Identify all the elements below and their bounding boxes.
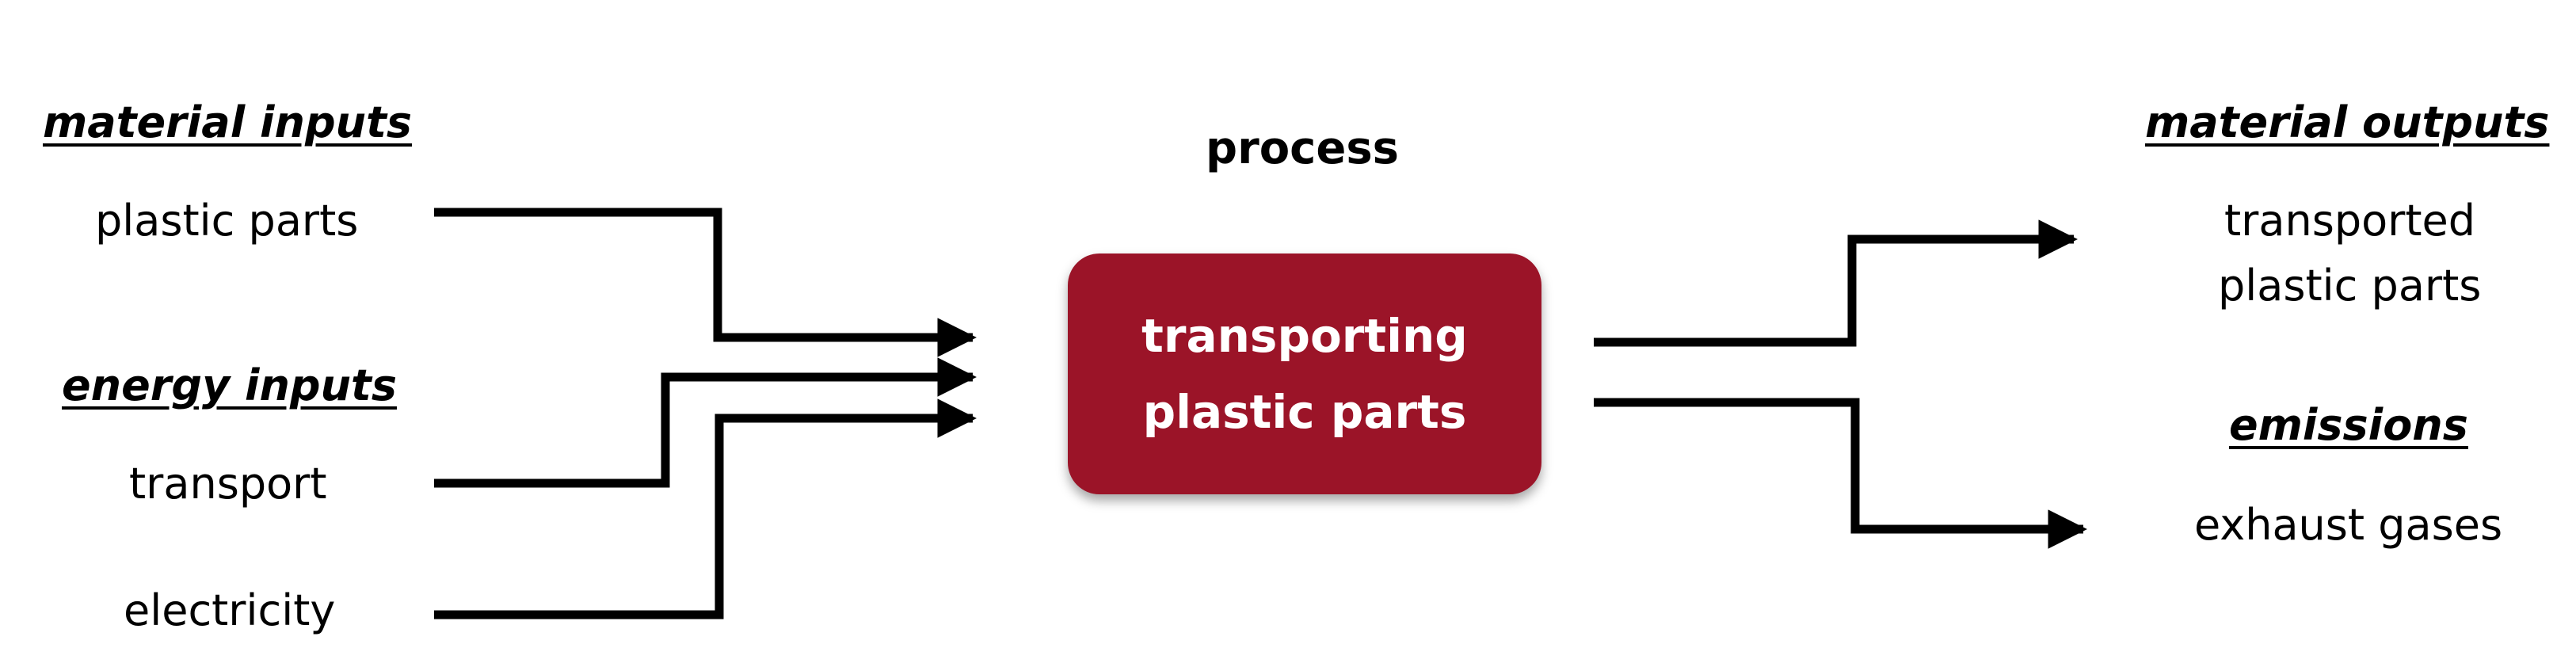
- input-electricity-label: electricity: [124, 585, 336, 635]
- arrow-process-to-exhaust-gases: [1594, 398, 2087, 549]
- arrow-plastic-parts-to-process: [434, 208, 977, 357]
- input-transport-label: transport: [129, 459, 327, 509]
- material-outputs-header: material outputs: [2145, 97, 2550, 147]
- output-transported-label: transported: [2224, 196, 2476, 246]
- arrow-electricity-to-process: [434, 398, 977, 619]
- process-line-2: plastic parts: [1142, 385, 1467, 439]
- arrow-transport-to-process: [434, 357, 977, 488]
- emissions-header: emissions: [2229, 400, 2468, 450]
- input-plastic-parts-label: plastic parts: [95, 196, 359, 246]
- material-inputs-header: material inputs: [43, 97, 413, 147]
- process-line-1: transporting: [1141, 309, 1468, 363]
- output-plastic-parts-label: plastic parts: [2218, 261, 2482, 311]
- energy-inputs-header: energy inputs: [62, 360, 397, 410]
- process-box: transporting plastic parts: [1068, 253, 1541, 494]
- process-title: process: [1206, 123, 1400, 174]
- arrow-process-to-transported-parts: [1594, 219, 2078, 347]
- output-exhaust-gases-label: exhaust gases: [2194, 500, 2503, 550]
